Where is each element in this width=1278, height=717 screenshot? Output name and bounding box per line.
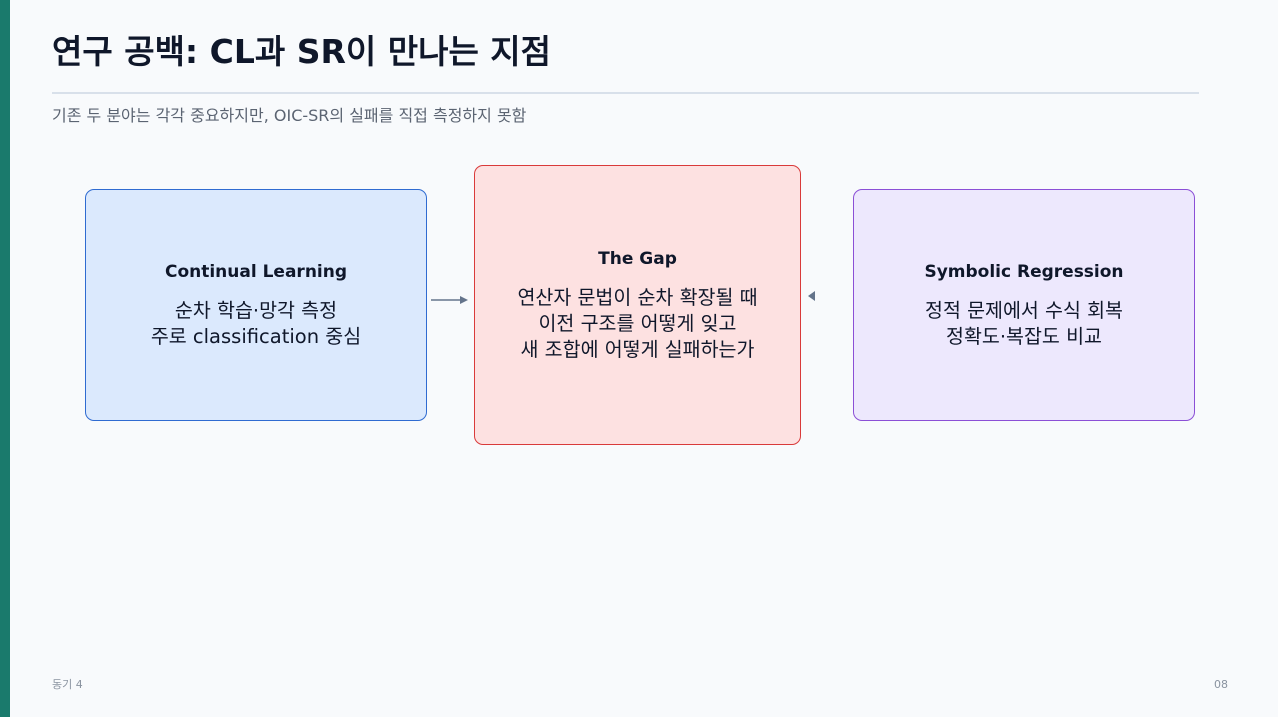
symbolic-regression-title: Symbolic Regression bbox=[924, 262, 1124, 282]
continual-learning-box: Continual Learning 순차 학습·망각 측정 주로 classi… bbox=[85, 189, 427, 421]
footer-section-label: 동기 4 bbox=[52, 678, 83, 691]
arrow-right-icon bbox=[431, 296, 468, 304]
gap-box: The Gap 연산자 문법이 순차 확장될 때 이전 구조를 어떻게 잊고 새… bbox=[474, 165, 801, 445]
arrow-left-icon bbox=[808, 291, 815, 301]
continual-learning-line-2: 주로 classification 중심 bbox=[150, 325, 362, 348]
gap-line-2: 이전 구조를 어떻게 잊고 bbox=[538, 312, 737, 335]
gap-line-1: 연산자 문법이 순차 확장될 때 bbox=[517, 286, 758, 309]
title-divider bbox=[52, 92, 1199, 94]
page-number: 08 bbox=[1214, 678, 1228, 691]
continual-learning-description: 순차 학습·망각 측정 주로 classification 중심 bbox=[151, 298, 361, 350]
slide-subtitle: 기존 두 분야는 각각 중요하지만, OIC-SR의 실패를 직접 측정하지 못… bbox=[52, 106, 527, 125]
gap-line-3: 새 조합에 어떻게 실패하는가 bbox=[520, 338, 755, 361]
symbolic-regression-line-1: 정적 문제에서 수식 회복 bbox=[925, 299, 1123, 322]
slide-title: 연구 공백: CL과 SR이 만나는 지점 bbox=[52, 32, 552, 71]
symbolic-regression-description: 정적 문제에서 수식 회복 정확도·복잡도 비교 bbox=[925, 298, 1123, 350]
continual-learning-title: Continual Learning bbox=[164, 262, 348, 282]
gap-title: The Gap bbox=[598, 249, 677, 269]
continual-learning-line-1: 순차 학습·망각 측정 bbox=[174, 299, 338, 322]
symbolic-regression-line-2: 정확도·복잡도 비교 bbox=[946, 325, 1102, 348]
gap-description: 연산자 문법이 순차 확장될 때 이전 구조를 어떻게 잊고 새 조합에 어떻게… bbox=[517, 285, 757, 363]
accent-bar bbox=[0, 0, 10, 717]
symbolic-regression-box: Symbolic Regression 정적 문제에서 수식 회복 정확도·복잡… bbox=[853, 189, 1195, 421]
